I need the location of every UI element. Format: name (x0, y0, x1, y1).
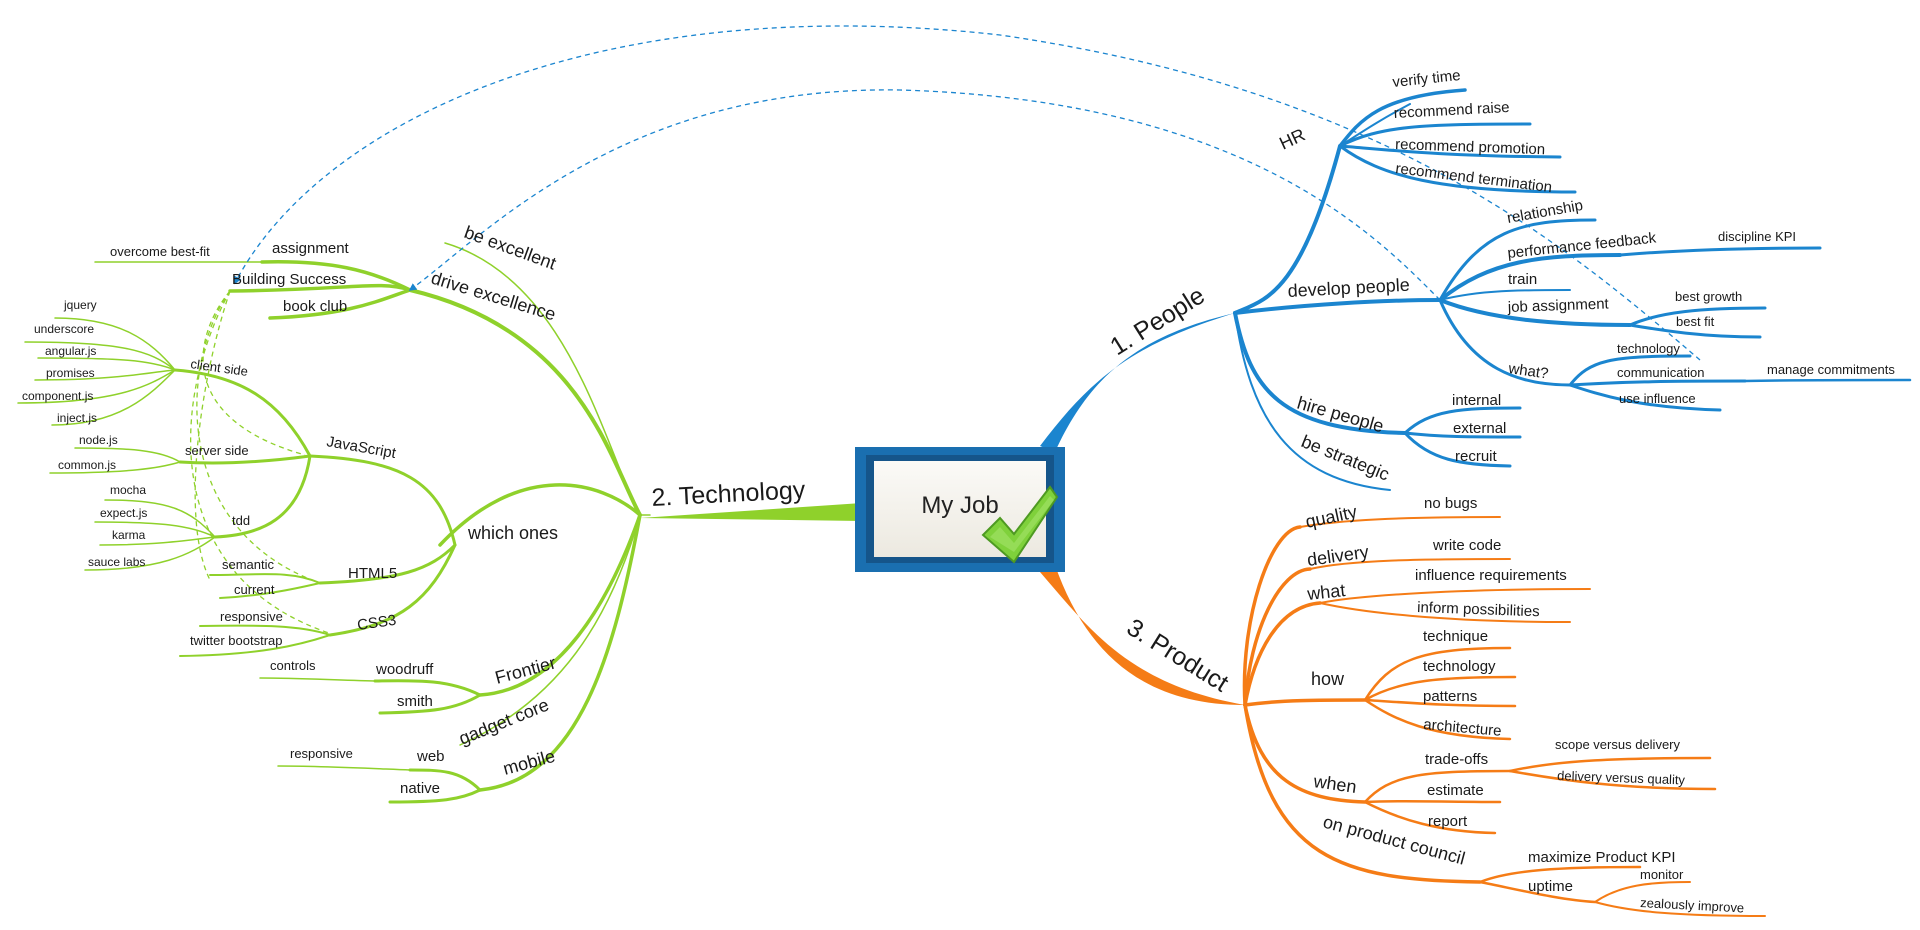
node-report[interactable]: report (1428, 813, 1468, 830)
checkmark-icon (981, 485, 1059, 564)
node-write-code[interactable]: write code (1432, 537, 1501, 554)
node-html5[interactable]: HTML5 (348, 565, 397, 582)
node-delivery-vs-quality[interactable]: delivery versus quality (1557, 768, 1686, 787)
node-drive-excellence[interactable]: drive excellence (429, 268, 558, 325)
node-monitor[interactable]: monitor (1640, 867, 1684, 882)
node-component[interactable]: component.js (22, 389, 93, 403)
node-maximize-product-kpi[interactable]: maximize Product KPI (1528, 849, 1676, 866)
node-responsive[interactable]: responsive (220, 609, 283, 624)
node-tdd[interactable]: tdd (232, 513, 250, 528)
node-architecture[interactable]: architecture (1423, 716, 1503, 740)
node-css3[interactable]: CSS3 (356, 612, 397, 634)
node-be-strategic[interactable]: be strategic (1299, 431, 1393, 484)
node-technique[interactable]: technique (1423, 628, 1488, 645)
node-controls[interactable]: controls (270, 658, 316, 673)
node-overcome-best-fit[interactable]: overcome best-fit (110, 244, 210, 259)
node-web[interactable]: web (416, 748, 445, 765)
node-scope-vs-delivery[interactable]: scope versus delivery (1555, 737, 1680, 752)
node-internal[interactable]: internal (1452, 392, 1501, 409)
node-karma[interactable]: karma (112, 528, 146, 542)
node-sauce[interactable]: sauce labs (88, 555, 145, 569)
node-promises[interactable]: promises (46, 366, 95, 380)
node-best-growth[interactable]: best growth (1675, 289, 1742, 304)
node-building-success[interactable]: Building Success (232, 271, 346, 288)
people-branches (234, 25, 1912, 491)
node-angular[interactable]: angular.js (45, 344, 96, 358)
node-trade-offs[interactable]: trade-offs (1425, 751, 1488, 768)
node-node[interactable]: node.js (79, 433, 118, 447)
node-use-influence[interactable]: use influence (1619, 391, 1696, 406)
node-which-ones[interactable]: which ones (467, 523, 558, 543)
node-semantic[interactable]: semantic (222, 557, 275, 572)
node-woodruff[interactable]: woodruff (375, 661, 434, 678)
node-influence-requirements[interactable]: influence requirements (1415, 567, 1567, 584)
node-expect[interactable]: expect.js (100, 506, 147, 520)
node-when[interactable]: when (1311, 771, 1357, 797)
node-gadget-core[interactable]: gadget core (456, 695, 552, 749)
node-recruit[interactable]: recruit (1455, 448, 1498, 465)
node-uptime[interactable]: uptime (1528, 878, 1573, 895)
node-native[interactable]: native (400, 780, 440, 797)
node-quality[interactable]: quality (1304, 502, 1359, 532)
node-patterns[interactable]: patterns (1423, 688, 1477, 705)
node-current[interactable]: current (234, 582, 275, 597)
node-job-assignment[interactable]: job assignment (1507, 295, 1610, 316)
node-how[interactable]: how (1311, 669, 1345, 689)
node-be-excellent[interactable]: be excellent (462, 222, 559, 274)
node-inform-possibilities[interactable]: inform possibilities (1417, 599, 1540, 620)
node-recommend-raise[interactable]: recommend raise (1393, 99, 1510, 122)
people-title[interactable]: 1. People (1105, 281, 1209, 361)
node-develop-people[interactable]: develop people (1287, 275, 1410, 301)
node-external[interactable]: external (1453, 420, 1506, 437)
product-title[interactable]: 3. Product (1122, 613, 1234, 697)
node-jquery[interactable]: jquery (63, 298, 97, 312)
center-node[interactable]: My Job (855, 447, 1065, 572)
node-what[interactable]: what? (1506, 360, 1549, 383)
node-communication[interactable]: communication (1617, 365, 1704, 380)
node-responsive2[interactable]: responsive (290, 746, 353, 761)
technology-title[interactable]: 2. Technology (651, 476, 807, 512)
node-estimate[interactable]: estimate (1427, 782, 1484, 799)
node-delivery[interactable]: delivery (1306, 542, 1370, 570)
node-no-bugs[interactable]: no bugs (1424, 495, 1477, 512)
node-manage-commitments[interactable]: manage commitments (1767, 362, 1895, 377)
node-assignment[interactable]: assignment (272, 240, 350, 257)
node-recommend-promotion[interactable]: recommend promotion (1395, 136, 1546, 158)
node-technology-product[interactable]: technology (1423, 658, 1496, 675)
node-best-fit[interactable]: best fit (1676, 314, 1715, 329)
node-server-side[interactable]: server side (185, 443, 249, 458)
node-common[interactable]: common.js (58, 458, 116, 472)
node-what-product[interactable]: what (1305, 580, 1346, 604)
node-twitter-bootstrap[interactable]: twitter bootstrap (190, 633, 283, 648)
node-discipline-kpi[interactable]: discipline KPI (1718, 229, 1796, 244)
technology-trunk (640, 503, 862, 521)
node-hr[interactable]: HR (1276, 125, 1308, 154)
node-smith[interactable]: smith (397, 693, 433, 710)
node-underscore[interactable]: underscore (34, 322, 94, 336)
node-hire-people[interactable]: hire people (1295, 393, 1386, 437)
node-book-club[interactable]: book club (283, 298, 347, 315)
product-trunk (1040, 565, 1245, 705)
node-verify-time[interactable]: verify time (1392, 67, 1462, 91)
product-branches (1242, 516, 1766, 917)
center-label: My Job (921, 492, 998, 519)
node-recommend-termination[interactable]: recommend termination (1395, 160, 1553, 196)
people-trunk (1040, 313, 1235, 452)
technology-branches (17, 242, 651, 804)
node-train[interactable]: train (1508, 271, 1537, 288)
node-zealously-improve[interactable]: zealously improve (1640, 895, 1745, 915)
node-inject[interactable]: inject.js (57, 411, 97, 425)
node-technology-people[interactable]: technology (1617, 341, 1680, 356)
node-mocha[interactable]: mocha (110, 483, 146, 497)
